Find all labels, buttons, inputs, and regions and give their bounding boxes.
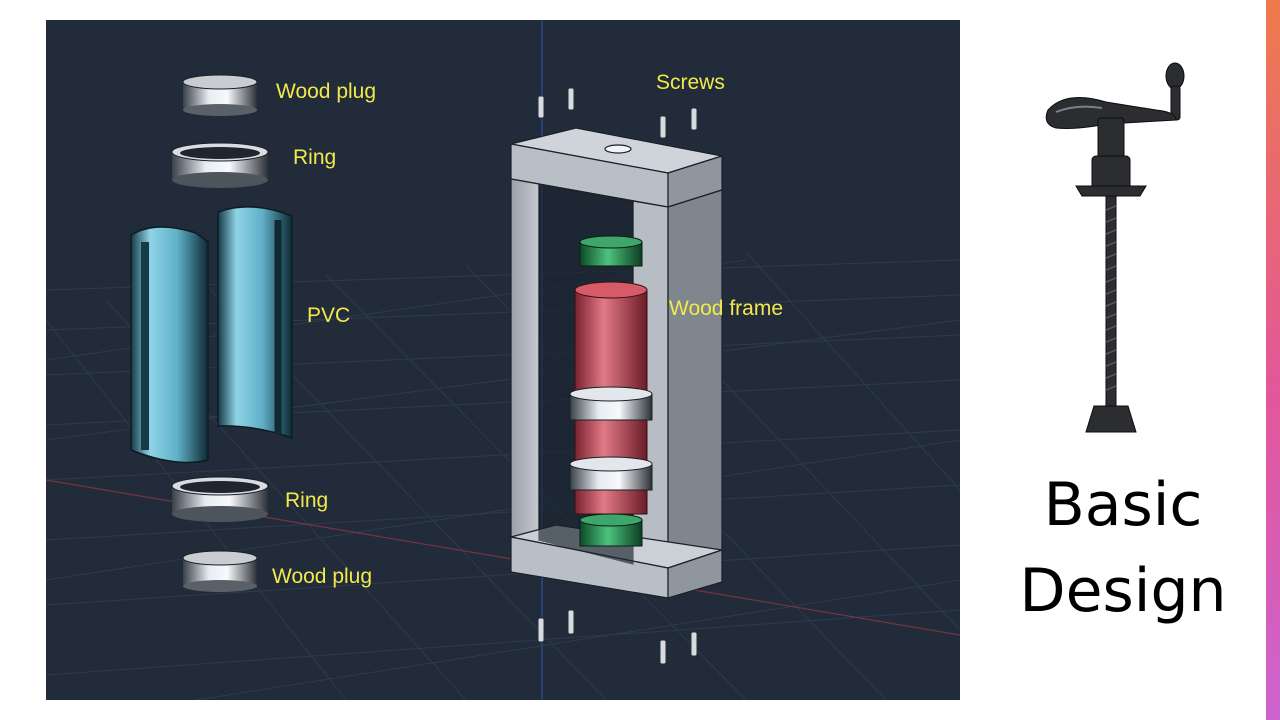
label-wood-plug-top: Wood plug <box>276 80 377 103</box>
pvc-half-left <box>130 226 209 464</box>
ring-bottom <box>171 476 269 522</box>
screws-top <box>537 87 698 139</box>
label-pvc: PVC <box>307 304 351 327</box>
slide-title-line-1: Basic <box>1043 470 1203 540</box>
screw-clamp-photo <box>1045 62 1185 433</box>
label-wood-frame: Wood frame <box>669 297 783 320</box>
inner-stack <box>569 235 653 547</box>
pvc-half-right <box>217 206 293 440</box>
label-ring-bottom: Ring <box>285 489 329 512</box>
label-screws: Screws <box>656 71 725 94</box>
slide-title-line-2: Design <box>1019 556 1227 626</box>
exploded-assembly-diagram <box>46 20 960 700</box>
cad-viewport: Wood plug Ring PVC Ring Wood plug Screws… <box>46 20 960 700</box>
accent-bar <box>1266 0 1280 720</box>
wood-plug-top <box>182 74 258 116</box>
label-ring-top: Ring <box>293 146 337 169</box>
wood-plug-bottom <box>182 550 258 592</box>
slide-title: Basic Design <box>990 462 1256 634</box>
screws-bottom <box>537 609 698 665</box>
label-wood-plug-bottom: Wood plug <box>272 565 373 588</box>
ring-top <box>171 142 269 188</box>
